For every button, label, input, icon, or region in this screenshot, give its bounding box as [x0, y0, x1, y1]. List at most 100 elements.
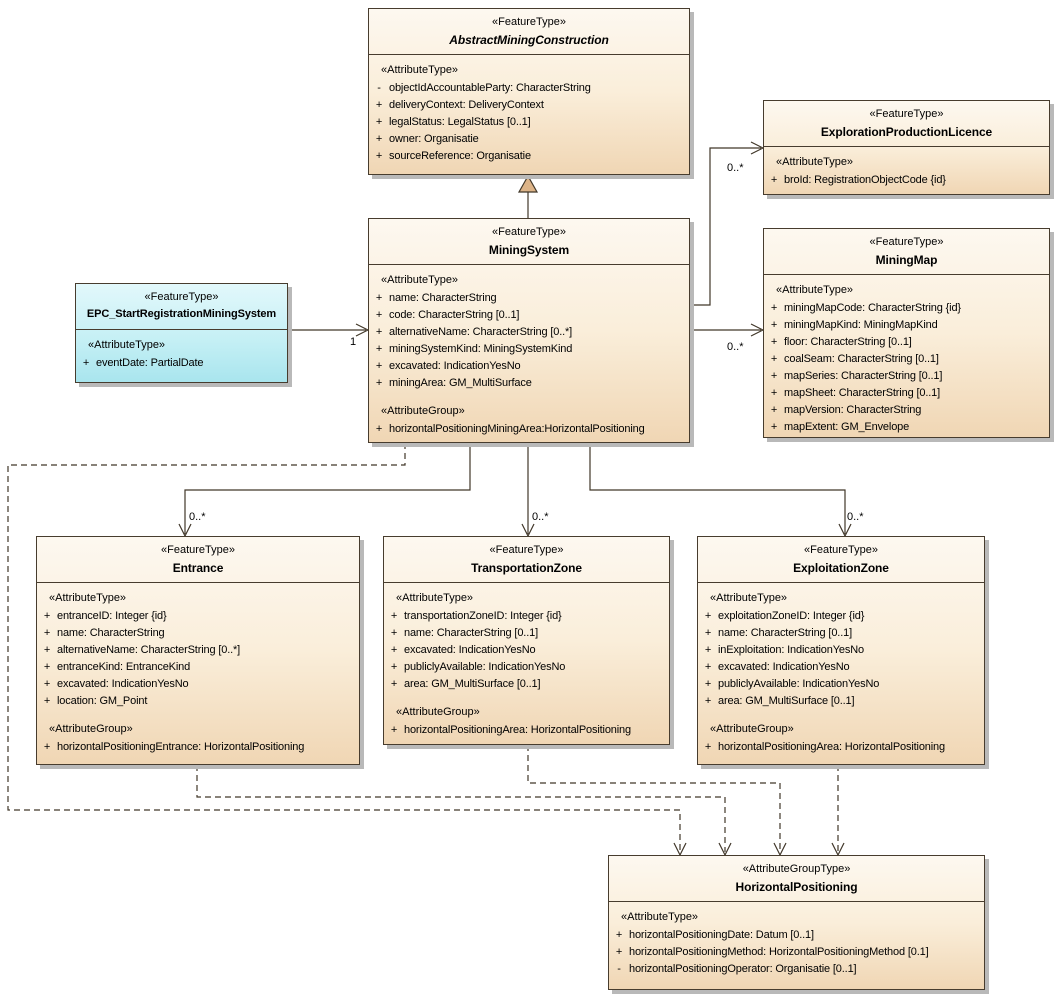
attribute-text: area: GM_MultiSurface [0..1] — [404, 678, 541, 690]
class-stereotype: «FeatureType» — [492, 16, 566, 28]
class-header: «FeatureType» EPC_StartRegistrationMinin… — [76, 284, 287, 330]
attribute-text: name: CharacterString — [389, 292, 497, 304]
section-heading: «AttributeType» — [396, 592, 474, 604]
class-exploitationzone[interactable]: «FeatureType» ExploitationZone «Attribut… — [697, 536, 985, 765]
association-miningsystem-to-miningmap[interactable] — [690, 323, 764, 337]
attribute-text: transportationZoneID: Integer {id} — [404, 610, 562, 622]
attribute-text: mapSeries: CharacterString [0..1] — [784, 370, 943, 382]
class-name: ExploitationZone — [793, 561, 889, 575]
attribute-row: +deliveryContext: DeliveryContext — [369, 97, 689, 114]
dependency-entrance-to-horizontalpositioning[interactable] — [196, 765, 732, 856]
attribute-text: mapSheet: CharacterString [0..1] — [784, 387, 941, 399]
class-explorationproductionlicence[interactable]: «FeatureType» ExplorationProductionLicen… — [763, 100, 1050, 195]
attribute-text: miningMapKind: MiningMapKind — [784, 319, 938, 331]
attribute-row: +entranceKind: EntranceKind — [37, 659, 359, 676]
attribute-text: deliveryContext: DeliveryContext — [389, 99, 544, 111]
visibility-marker: - — [617, 963, 621, 975]
attribute-text: horizontalPositioningArea: HorizontalPos… — [404, 724, 631, 736]
class-attributes: «AttributeType» + name: CharacterString + co… — [369, 265, 689, 438]
attribute-text: miningArea: GM_MultiSurface — [389, 377, 532, 389]
class-miningmap[interactable]: «FeatureType» MiningMap «AttributeType»+… — [763, 228, 1050, 438]
attribute-row: +miningMapKind: MiningMapKind — [764, 317, 1049, 334]
section-heading: «AttributeType» — [621, 911, 699, 923]
attribute-text: area: GM_MultiSurface [0..1] — [718, 695, 855, 707]
class-attributes: «AttributeType»+broId: RegistrationObjec… — [764, 147, 1049, 189]
association-miningsystem-to-exploitationzone[interactable] — [589, 443, 852, 537]
class-name: EPC_StartRegistrationMiningSystem — [86, 308, 277, 320]
dependency-transportationzone-to-horizontalpositioning[interactable] — [527, 745, 787, 856]
attribute-row: +miningSystemKind: MiningSystemKind — [369, 341, 689, 358]
attribute-row: +name: CharacterString [0..1] — [698, 625, 984, 642]
association-epc-to-miningsystem[interactable] — [288, 323, 369, 337]
dependency-miningsystem-to-horizontalpositioning[interactable] — [7, 443, 687, 856]
multiplicity-label-miningmap: 0..* — [727, 341, 744, 353]
dependency-exploitationzone-to-horizontalpositioning[interactable] — [831, 765, 845, 856]
visibility-marker: + — [43, 627, 51, 639]
section-heading: «AttributeType» — [710, 592, 788, 604]
class-transportationzone[interactable]: «FeatureType» TransportationZone «Attrib… — [383, 536, 670, 745]
visibility-marker: + — [390, 610, 398, 622]
attribute-row: +name: CharacterString [0..1] — [384, 625, 669, 642]
attribute-text: miningMapCode: CharacterString {id} — [784, 302, 961, 314]
attribute-text: alternativeName: CharacterString [0..*] — [389, 326, 573, 338]
section-heading: «AttributeType» — [776, 284, 854, 296]
section-heading: «AttributeGroup» — [396, 706, 480, 718]
attribute-row: +horizontalPositioningMiningArea:Horizon… — [369, 421, 689, 438]
class-header: «FeatureType» Entrance — [37, 537, 359, 583]
section-heading: «AttributeType» — [381, 274, 459, 286]
class-epc-startregistrationminingsystem[interactable]: «FeatureType» EPC_StartRegistrationMinin… — [75, 283, 288, 383]
visibility-marker: + — [770, 353, 778, 365]
attribute-row: +publiclyAvailable: IndicationYesNo — [384, 659, 669, 676]
attribute-text: floor: CharacterString [0..1] — [784, 336, 912, 348]
section-heading: «AttributeGroup» — [49, 723, 133, 735]
class-stereotype: «FeatureType» — [869, 236, 944, 248]
association-miningsystem-to-transportationzone[interactable] — [521, 443, 535, 537]
class-attributes: «AttributeType»-objectIdAccountableParty… — [369, 55, 689, 165]
attribute-text: exploitationZoneID: Integer {id} — [718, 610, 865, 622]
multiplicity-label-entrance: 0..* — [189, 511, 206, 523]
association-miningsystem-to-entrance[interactable] — [178, 443, 471, 537]
attribute-row: +excavated: IndicationYesNo — [37, 676, 359, 693]
class-name: Entrance — [172, 561, 224, 575]
section-heading: «AttributeGroup» — [381, 405, 465, 417]
class-attributes: «AttributeType»+entranceID: Integer {id}… — [37, 583, 359, 756]
class-entrance[interactable]: «FeatureType» Entrance «AttributeType»+e… — [36, 536, 360, 765]
class-name: ExplorationProductionLicence — [820, 125, 993, 139]
visibility-marker: + — [770, 370, 778, 382]
visibility-marker: + — [704, 695, 712, 707]
attribute-text: owner: Organisatie — [389, 133, 479, 145]
attribute-text: code: CharacterString [0..1] — [389, 309, 520, 321]
attribute-row: +area: GM_MultiSurface [0..1] — [384, 676, 669, 693]
class-stereotype: «FeatureType» — [489, 544, 564, 556]
generalization-miningsystem-to-abstractminingconstruction[interactable] — [517, 174, 539, 218]
visibility-marker: + — [375, 377, 383, 389]
visibility-marker: + — [43, 644, 51, 656]
visibility-marker: + — [615, 946, 623, 958]
attribute-text: broId: RegistrationObjectCode {id} — [784, 174, 946, 186]
attribute-row: + area: GM_MultiSurface [0..1] — [698, 693, 984, 710]
multiplicity-label-miningsystem: 1 — [350, 336, 357, 348]
visibility-marker: + — [375, 133, 383, 145]
attribute-row: +legalStatus: LegalStatus [0..1] — [369, 114, 689, 131]
attribute-row: -objectIdAccountableParty: CharacterStri… — [369, 80, 689, 97]
class-stereotype: «FeatureType» — [492, 226, 566, 238]
class-abstractminingconstruction[interactable]: «FeatureType» AbstractMiningConstruction… — [368, 8, 690, 175]
visibility-marker: + — [43, 661, 51, 673]
association-miningsystem-to-explorationproductionlicence[interactable] — [690, 141, 764, 306]
visibility-marker: + — [375, 343, 383, 355]
class-name: HorizontalPositioning — [735, 880, 858, 894]
attribute-row: +horizontalPositioningEntrance: Horizont… — [37, 739, 359, 756]
attribute-row: +mapVersion: CharacterString — [764, 402, 1049, 419]
class-miningsystem[interactable]: «FeatureType» MiningSystem «AttributeTyp… — [368, 218, 690, 443]
class-name: AbstractMiningConstruction — [449, 33, 609, 47]
class-header: «FeatureType» ExplorationProductionLicen… — [764, 101, 1049, 147]
section-heading: «AttributeGroup» — [710, 723, 794, 735]
visibility-marker: + — [375, 292, 383, 304]
class-stereotype: «FeatureType» — [869, 108, 944, 120]
class-name: TransportationZone — [471, 561, 582, 575]
visibility-marker: + — [43, 741, 51, 753]
attribute-row: + miningArea: GM_MultiSurface — [369, 375, 689, 392]
class-horizontalpositioning[interactable]: «AttributeGroupType» HorizontalPositioni… — [608, 855, 985, 990]
visibility-marker: + — [43, 610, 51, 622]
attribute-row: -horizontalPositioningOperator: Organisa… — [609, 961, 984, 978]
